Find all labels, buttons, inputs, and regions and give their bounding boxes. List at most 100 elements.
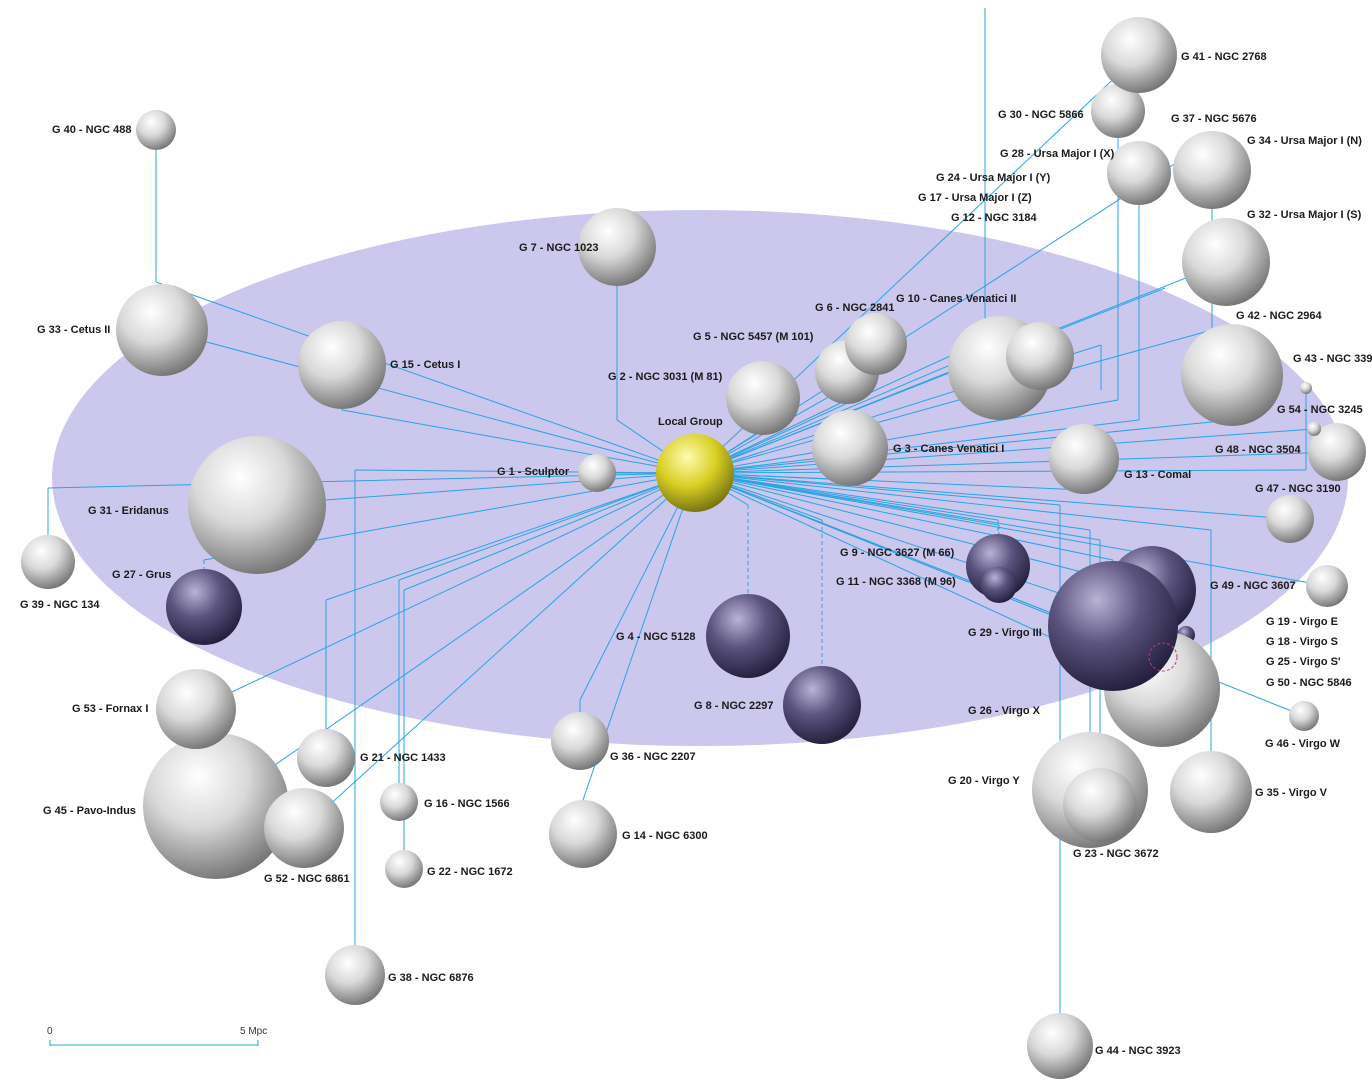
label-g26: G 26 - Virgo X <box>968 705 1041 717</box>
scale-start-label: 0 <box>47 1026 53 1037</box>
sphere-g22 <box>385 850 423 888</box>
label-g44: G 44 - NGC 3923 <box>1095 1045 1181 1057</box>
sphere-g45 <box>143 733 289 879</box>
sphere-g43 <box>1300 382 1312 394</box>
link-g19 <box>694 472 1153 591</box>
label-g17: G 17 - Ursa Major I (Z) <box>918 192 1032 204</box>
link-g45 <box>215 472 696 807</box>
label-g14: G 14 - NGC 6300 <box>622 830 708 842</box>
link-g28 <box>694 419 1140 474</box>
label-g45: G 45 - Pavo-Indus <box>43 805 136 817</box>
sphere-g27 <box>166 569 242 645</box>
sphere-g3 <box>812 410 888 486</box>
link-g38 <box>354 469 696 474</box>
label-g24: G 24 - Ursa Major I (Y) <box>936 172 1051 184</box>
sphere-g11 <box>981 567 1017 603</box>
label-g20: G 20 - Virgo Y <box>948 775 1020 787</box>
label-g28: G 28 - Ursa Major I (X) <box>1000 148 1115 160</box>
label-g47: G 47 - NGC 3190 <box>1255 483 1341 495</box>
label-g32: G 32 - Ursa Major I (S) <box>1247 209 1362 221</box>
label-g53: G 53 - Fornax I <box>72 703 148 715</box>
sphere-g7 <box>578 208 656 286</box>
label-g19: G 19 - Virgo E <box>1266 616 1338 628</box>
label-g29: G 29 - Virgo III <box>968 627 1042 639</box>
link-g33 <box>161 329 696 474</box>
sphere-g21 <box>297 729 355 787</box>
sphere-g42 <box>1181 324 1283 426</box>
label-g16: G 16 - NGC 1566 <box>424 798 510 810</box>
label-g3: G 3 - Canes Venatici I <box>893 443 1004 455</box>
link-g52 <box>303 472 696 829</box>
link-g16 <box>398 472 696 581</box>
sphere-g4 <box>706 594 790 678</box>
label-g1: G 1 - Sculptor <box>497 466 570 478</box>
label-g52: G 52 - NGC 6861 <box>264 873 350 885</box>
sphere-g41 <box>1101 17 1177 93</box>
sphere-g35 <box>1170 751 1252 833</box>
sphere-g44 <box>1027 1013 1093 1079</box>
sphere-g38 <box>325 945 385 1005</box>
label-g11: G 11 - NGC 3368 (M 96) <box>836 576 956 588</box>
label-g34: G 34 - Ursa Major I (N) <box>1247 135 1362 147</box>
label-g42: G 42 - NGC 2964 <box>1236 310 1322 322</box>
link-g36 <box>579 472 696 701</box>
link-g40 <box>155 281 696 474</box>
label-g46: G 46 - Virgo W <box>1265 738 1341 750</box>
label-g49: G 49 - NGC 3607 <box>1210 580 1296 592</box>
label-g8: G 8 - NGC 2297 <box>694 700 773 712</box>
label-g7: G 7 - NGC 1023 <box>519 242 598 254</box>
link-g13 <box>694 472 1085 491</box>
link-g43 <box>694 469 1307 474</box>
link-g29 <box>694 472 1114 561</box>
link-g22 <box>403 472 696 591</box>
local-group-sphere <box>656 434 734 512</box>
label-g5: G 5 - NGC 5457 (M 101) <box>693 331 814 343</box>
sphere-g32 <box>1182 218 1270 306</box>
link-g42 <box>694 419 1233 474</box>
sphere-g46 <box>1289 701 1319 731</box>
link-g54 <box>694 428 1315 474</box>
link-g30 <box>694 399 1119 474</box>
sphere-g13 <box>1049 424 1119 494</box>
label-g43: G 43 - NGC 3396 <box>1293 353 1372 365</box>
sphere-g15 <box>298 321 386 409</box>
link-g35 <box>694 472 1212 531</box>
link-g31 <box>256 472 696 506</box>
link-g34 <box>694 329 1213 474</box>
sphere-g30 <box>1091 84 1145 138</box>
sphere-g47 <box>1266 495 1314 543</box>
sphere-g1 <box>578 454 616 492</box>
sphere-g14 <box>549 800 617 868</box>
label-g25: G 25 - Virgo S' <box>1266 656 1341 668</box>
sphere-g12 <box>1006 322 1074 390</box>
sphere-g28 <box>1107 141 1171 205</box>
sphere-g29 <box>1048 561 1178 691</box>
label-g31: G 31 - Eridanus <box>88 505 169 517</box>
label-g33: G 33 - Cetus II <box>37 324 110 336</box>
scale-end-label: 5 Mpc <box>240 1026 267 1037</box>
label-g27: G 27 - Grus <box>112 569 171 581</box>
label-g23: G 23 - NGC 3672 <box>1073 848 1159 860</box>
link-g15 <box>341 409 696 474</box>
label-g48: G 48 - NGC 3504 <box>1215 444 1301 456</box>
label-g35: G 35 - Virgo V <box>1255 787 1328 799</box>
link-g53 <box>195 472 696 710</box>
label-g6: G 6 - NGC 2841 <box>815 302 894 314</box>
label-g40: G 40 - NGC 488 <box>52 124 131 136</box>
sphere-g50 <box>1148 642 1178 672</box>
sphere-g2 <box>726 361 800 435</box>
sphere-g48 <box>1308 423 1366 481</box>
sphere-g16 <box>380 783 418 821</box>
label-g12: G 12 - NGC 3184 <box>951 212 1037 224</box>
label-g36: G 36 - NGC 2207 <box>610 751 696 763</box>
sphere-g23 <box>1063 768 1137 842</box>
label-g50: G 50 - NGC 5846 <box>1266 677 1352 689</box>
link-g9 <box>694 472 999 521</box>
label-g18: G 18 - Virgo S <box>1266 636 1338 648</box>
sphere-g52 <box>264 788 344 868</box>
label-g13: G 13 - Comal <box>1124 469 1191 481</box>
sphere-g39 <box>21 535 75 589</box>
label-g15: G 15 - Cetus I <box>390 359 460 371</box>
